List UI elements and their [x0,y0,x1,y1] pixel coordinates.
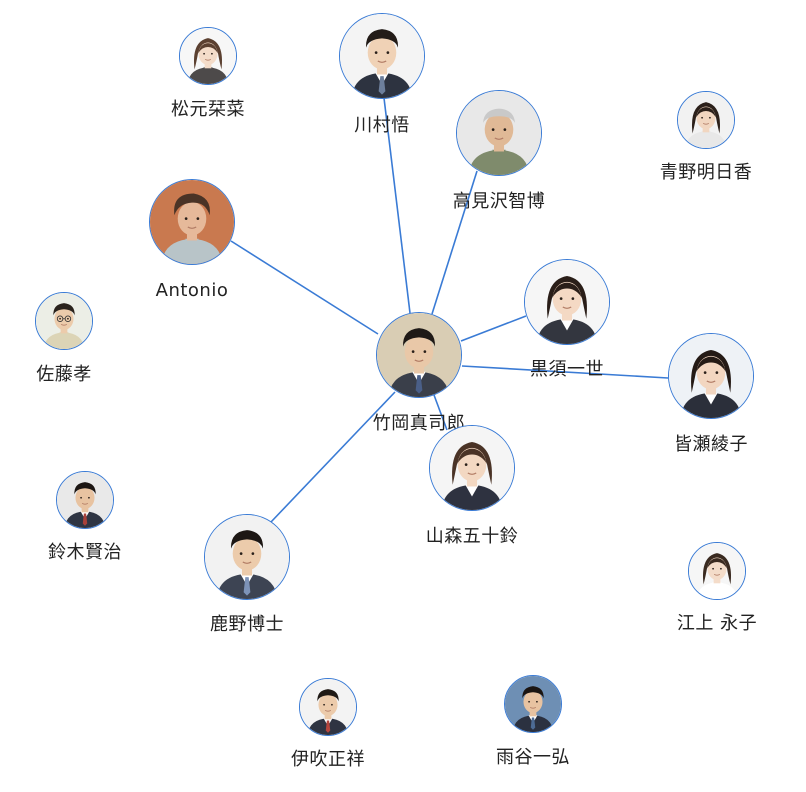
man-casual-portrait-icon[interactable] [149,179,235,265]
woman-casual-portrait-icon[interactable] [179,27,237,85]
node-name-label: Antonio [155,280,229,301]
edge-takeoka-takamizawa [431,170,478,315]
node-name-label: 黒須一世 [530,359,604,380]
woman-suit-portrait-icon[interactable] [429,425,515,511]
man-glasses-portrait-icon[interactable] [35,292,93,350]
man-suit-portrait-icon[interactable] [504,675,562,733]
node-name-label: 竹岡真司郎 [372,413,466,434]
edge-takeoka-kawamura [383,97,411,314]
node-name-label: 山森五十鈴 [425,526,519,547]
woman-suit-portrait-icon[interactable] [668,333,754,419]
woman-casual-portrait-icon[interactable] [677,91,735,149]
older-man-portrait-icon[interactable] [456,90,542,176]
man-suit-portrait-icon[interactable] [339,13,425,99]
node-name-label: 雨谷一弘 [496,747,570,768]
man-suit-portrait-icon[interactable] [376,312,462,398]
node-name-label: 青野明日香 [659,162,753,183]
edge-takeoka-minase [461,365,669,379]
woman-casual-portrait-icon[interactable] [688,542,746,600]
node-name-label: 松元栞菜 [171,99,245,120]
node-name-label: 皆瀬綾子 [674,434,748,455]
man-suit-portrait-icon[interactable] [204,514,290,600]
node-name-label: 高見沢智博 [452,191,546,212]
edge-takeoka-antonio [230,240,379,335]
node-name-label: 佐藤孝 [36,364,92,385]
man-suit-portrait-icon[interactable] [56,471,114,529]
edge-takeoka-kurosu [460,315,527,342]
node-name-label: 伊吹正祥 [291,749,365,770]
node-name-label: 鈴木賢治 [48,542,122,563]
edge-takeoka-yamamori [433,394,448,431]
man-suit-portrait-icon[interactable] [299,678,357,736]
woman-suit-portrait-icon[interactable] [524,259,610,345]
node-name-label: 川村悟 [354,115,410,136]
node-name-label: 江上 永子 [676,613,758,634]
edge-takeoka-kano [270,391,396,523]
node-name-label: 鹿野博士 [210,614,284,635]
